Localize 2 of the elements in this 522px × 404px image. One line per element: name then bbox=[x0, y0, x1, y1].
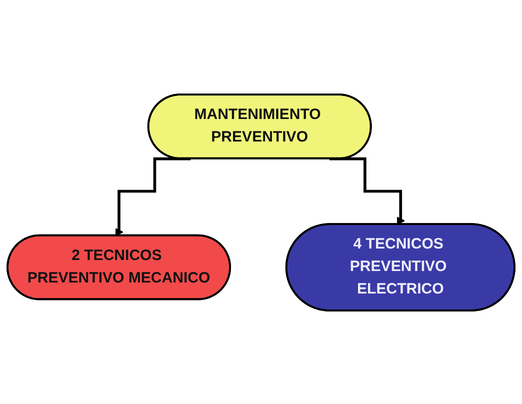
arrow bbox=[329, 156, 405, 224]
arrow bbox=[115, 156, 191, 236]
